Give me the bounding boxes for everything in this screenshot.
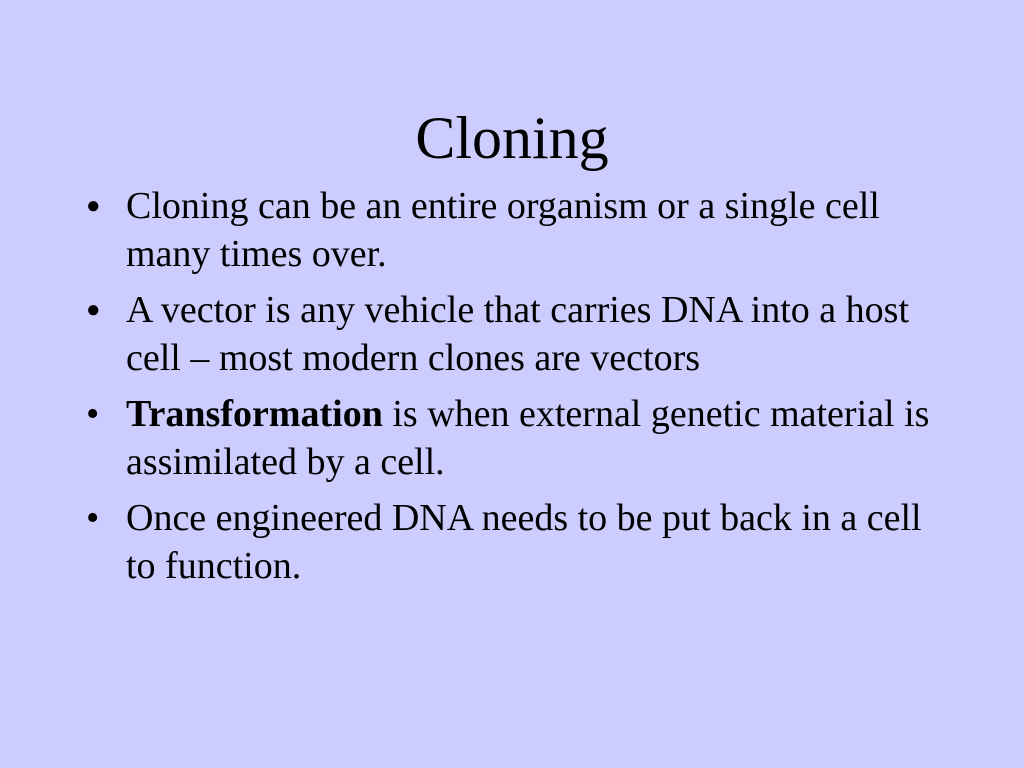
bullet-marker: • xyxy=(86,393,100,435)
bullet-text: A vector is any vehicle that carries DNA… xyxy=(126,289,910,379)
bullet-text: is when external genetic material is ass… xyxy=(126,393,930,483)
bullet-item: ● Cloning can be an entire organism or a… xyxy=(86,182,946,278)
bullet-text: Cloning can be an entire organism or a s… xyxy=(126,185,880,275)
bullet-list: ● Cloning can be an entire organism or a… xyxy=(86,182,946,598)
bullet-item: • Transformation is when external geneti… xyxy=(86,390,946,486)
bullet-item: ● A vector is any vehicle that carries D… xyxy=(86,286,946,382)
bullet-marker: • xyxy=(86,497,100,539)
bullet-bold-term: Transformation xyxy=(126,393,383,435)
bullet-marker: ● xyxy=(86,193,101,219)
bullet-text: Once engineered DNA needs to be put back… xyxy=(126,497,922,587)
bullet-item: • Once engineered DNA needs to be put ba… xyxy=(86,494,946,590)
slide-title: Cloning xyxy=(415,105,609,171)
bullet-marker: ● xyxy=(86,297,101,323)
